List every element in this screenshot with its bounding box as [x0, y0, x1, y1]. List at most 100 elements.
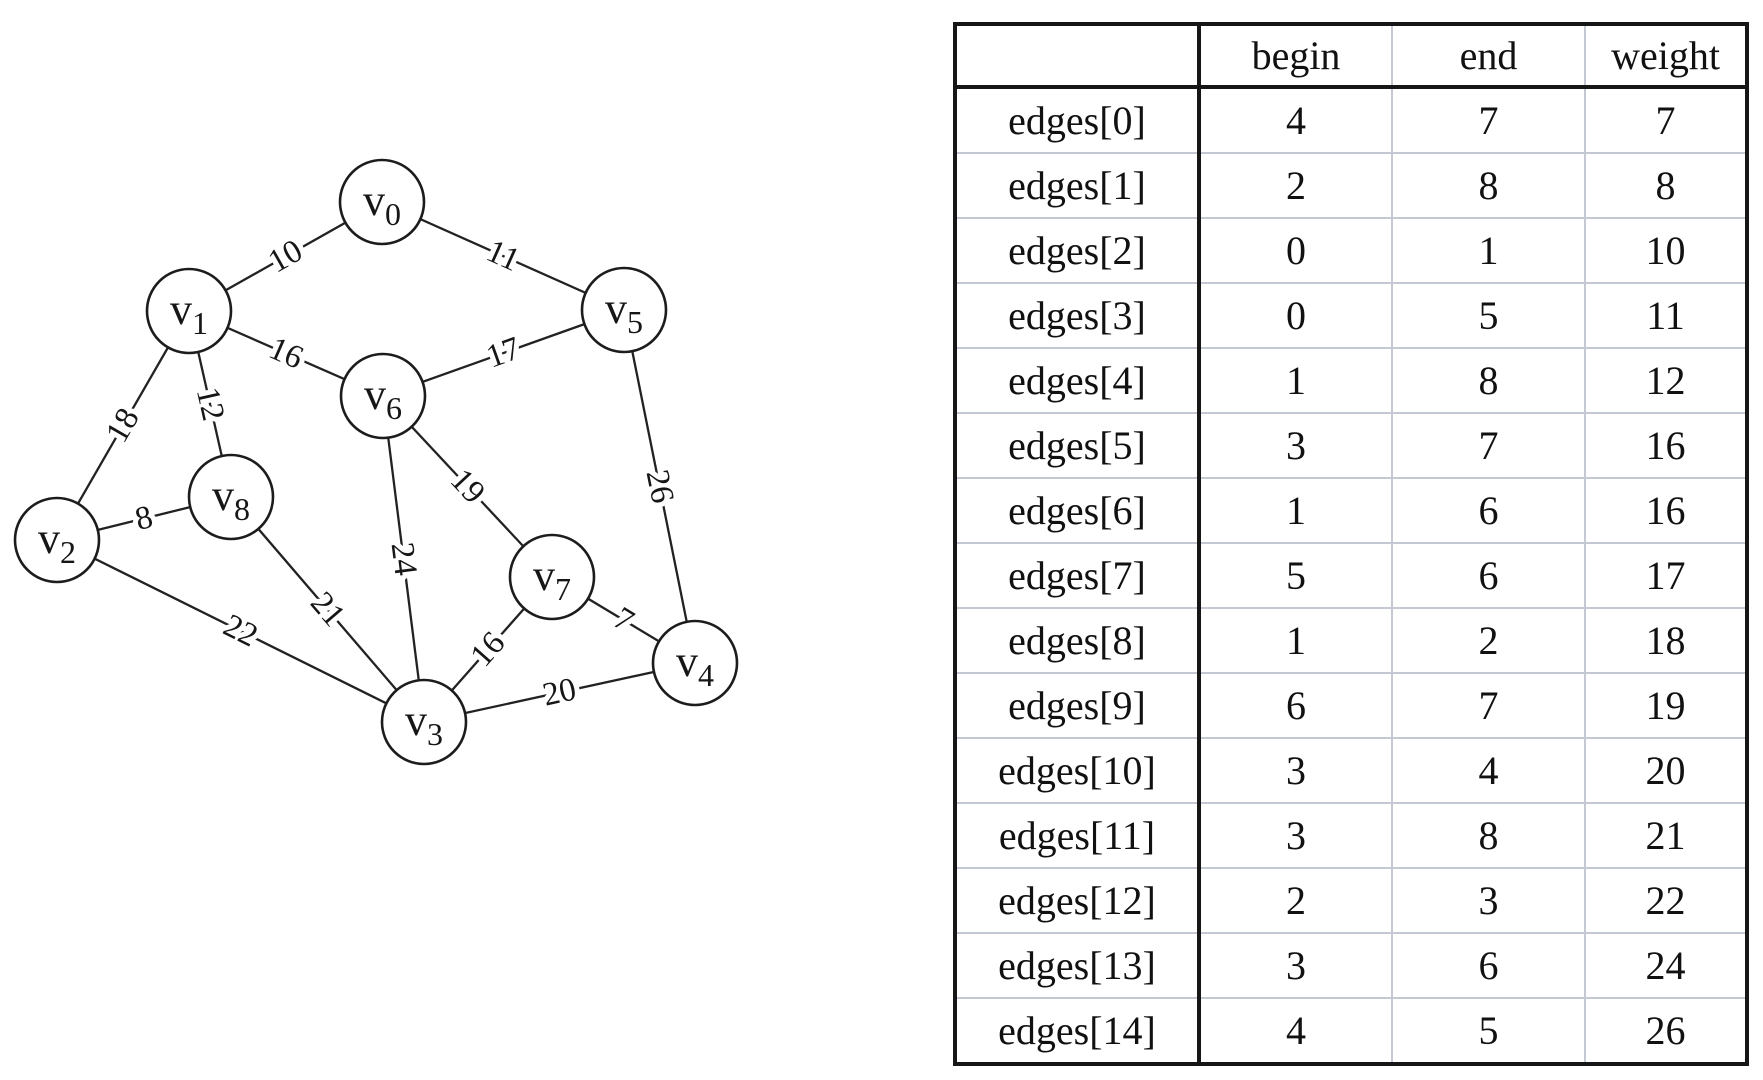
row-label-cell: edges[9] [955, 672, 1201, 738]
weight-cell: 8 [1584, 152, 1747, 218]
weight-cell: 17 [1584, 542, 1747, 608]
edge-weight-v0-v5: 11 [481, 233, 525, 279]
row-label-cell: edges[1] [955, 152, 1201, 218]
row-label-cell: edges[13] [955, 932, 1201, 998]
edge-weight-v1-v6: 16 [264, 330, 309, 376]
begin-cell: 1 [1199, 607, 1392, 673]
corner-header-cell [955, 24, 1201, 89]
end-cell: 6 [1391, 477, 1585, 543]
node-circle-v1 [145, 267, 233, 355]
begin-cell: 2 [1199, 867, 1392, 933]
edge-line-v2-v3 [56, 538, 425, 724]
begin-cell: 0 [1199, 217, 1392, 283]
edge-weight-v8-v3: 21 [303, 585, 352, 633]
edge-weight-v2-v8: 8 [132, 499, 157, 538]
edge-weight-v1-v8: 12 [189, 384, 231, 424]
weight-cell: 22 [1584, 867, 1747, 933]
end-cell: 6 [1391, 932, 1585, 998]
weight-cell: 18 [1584, 607, 1747, 673]
column-header-begin: begin [1199, 24, 1392, 89]
edge-weight-v3-v4: 20 [540, 671, 580, 713]
row-label-cell: edges[12] [955, 867, 1201, 933]
node-label-v0: v0 [363, 176, 401, 232]
node-label-v3: v3 [405, 696, 443, 752]
edge-line-v6-v3 [381, 395, 426, 723]
weight-cell: 21 [1584, 802, 1747, 868]
row-label-cell: edges[8] [955, 607, 1201, 673]
begin-cell: 3 [1199, 737, 1392, 803]
node-label-v1: v1 [170, 285, 208, 341]
end-cell: 4 [1391, 737, 1585, 803]
end-cell: 7 [1391, 672, 1585, 738]
node-label-v7: v7 [533, 551, 571, 607]
row-label-cell: edges[10] [955, 737, 1201, 803]
weight-cell: 20 [1584, 737, 1747, 803]
edge-weight-v1-v2: 18 [99, 402, 147, 449]
node-circle-v4 [651, 619, 739, 707]
row-label-cell: edges[4] [955, 347, 1201, 413]
row-label-cell: edges[3] [955, 282, 1201, 348]
node-label-v8: v8 [212, 471, 250, 527]
weight-cell: 7 [1584, 86, 1747, 153]
edge-line-v3-v4 [423, 661, 696, 724]
begin-cell: 5 [1199, 542, 1392, 608]
weight-cell: 12 [1584, 347, 1747, 413]
begin-cell: 1 [1199, 347, 1392, 413]
weight-cell: 10 [1584, 217, 1747, 283]
end-cell: 8 [1391, 347, 1585, 413]
edge-line-v1-v2 [56, 310, 190, 541]
end-cell: 5 [1391, 282, 1585, 348]
edge-weight-v5-v4: 26 [639, 467, 681, 506]
begin-cell: 1 [1199, 477, 1392, 543]
node-circle-v2 [13, 496, 101, 584]
node-circle-v0 [338, 158, 426, 246]
node-circle-v7 [508, 533, 596, 621]
node-label-v5: v5 [605, 284, 643, 340]
edge-weight-v2-v3: 22 [218, 608, 264, 655]
begin-cell: 4 [1199, 997, 1392, 1064]
node-circle-v6 [339, 352, 427, 440]
begin-cell: 0 [1199, 282, 1392, 348]
begin-cell: 4 [1199, 86, 1392, 153]
edge-weight-v6-v5: 17 [482, 331, 525, 376]
end-cell: 3 [1391, 867, 1585, 933]
weight-cell: 16 [1584, 412, 1747, 478]
row-label-cell: edges[5] [955, 412, 1201, 478]
row-label-cell: edges[2] [955, 217, 1201, 283]
begin-cell: 6 [1199, 672, 1392, 738]
node-label-v6: v6 [364, 370, 402, 426]
edge-line-v0-v5 [381, 200, 625, 312]
edge-weight-v0-v1: 10 [262, 233, 308, 281]
begin-cell: 3 [1199, 412, 1392, 478]
edge-line-v8-v3 [230, 496, 425, 723]
end-cell: 7 [1391, 412, 1585, 478]
node-circle-v5 [580, 266, 668, 354]
end-cell: 1 [1391, 217, 1585, 283]
weight-cell: 24 [1584, 932, 1747, 998]
begin-cell: 3 [1199, 932, 1392, 998]
end-cell: 8 [1391, 802, 1585, 868]
end-cell: 7 [1391, 86, 1585, 153]
end-cell: 8 [1391, 152, 1585, 218]
begin-cell: 3 [1199, 802, 1392, 868]
node-circle-v3 [380, 678, 468, 766]
node-label-v4: v4 [676, 637, 714, 693]
weight-cell: 11 [1584, 282, 1747, 348]
row-label-cell: edges[11] [955, 802, 1201, 868]
begin-cell: 2 [1199, 152, 1392, 218]
edge-weight-v7-v4: 7 [607, 600, 640, 639]
row-label-cell: edges[7] [955, 542, 1201, 608]
